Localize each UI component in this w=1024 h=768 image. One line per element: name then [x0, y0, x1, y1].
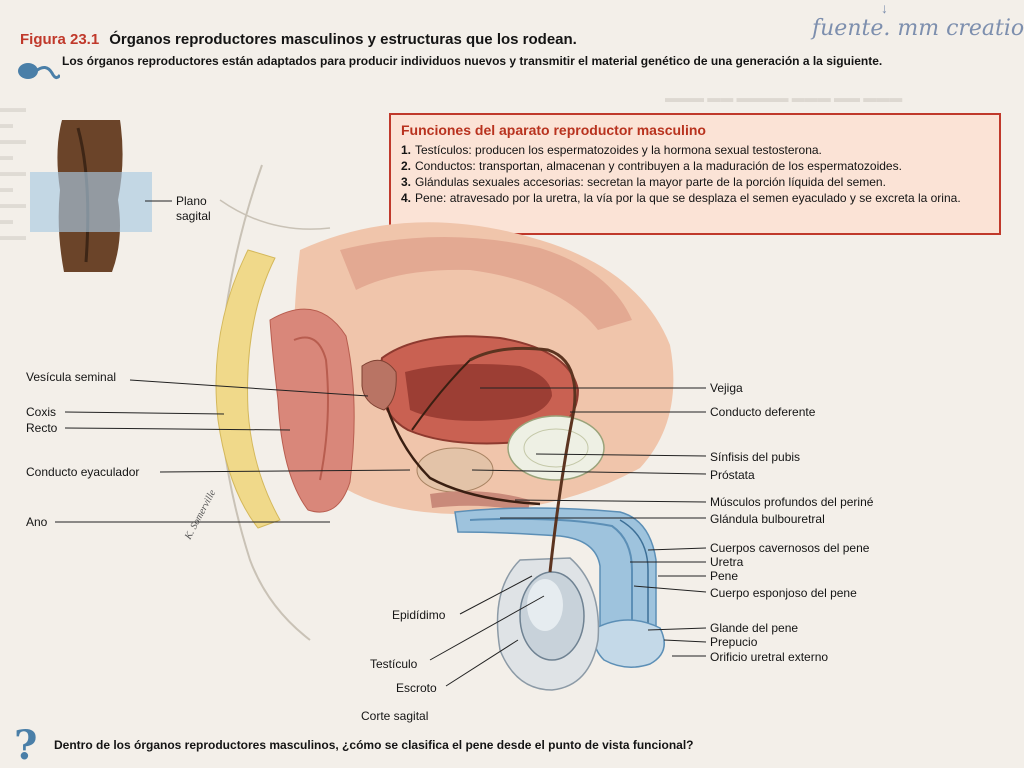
label-ano: Ano: [26, 515, 48, 529]
function-number: 3.: [401, 175, 412, 189]
function-text: Testículos: producen los espermatozoides…: [415, 143, 822, 157]
label-escroto: Escroto: [396, 681, 437, 695]
handwritten-note: fuente. mm creation: [812, 16, 1024, 41]
label-uretra: Uretra: [710, 555, 744, 569]
leader-lines-bottom: [429, 575, 545, 687]
label-vejiga: Vejiga: [710, 381, 743, 395]
label-vesicula-seminal: Vesícula seminal: [26, 370, 117, 384]
label-glandula-bulbouretral: Glándula bulbouretral: [710, 512, 825, 526]
label-musculos-perine: Músculos profundos del periné: [710, 495, 874, 509]
inset-torso: [30, 120, 172, 272]
handwritten-arrow-icon: ↓: [881, 0, 888, 16]
bleed-through-text-left: ▬▬▬▬▬▬▬▬▬▬▬▬▬▬: [0, 100, 26, 243]
label-testiculo: Testículo: [370, 657, 418, 671]
functions-box: Funciones del aparato reproductor mascul…: [389, 113, 1001, 235]
label-conducto-eyaculador: Conducto eyaculador: [26, 465, 140, 479]
label-recto: Recto: [26, 421, 58, 435]
review-question: Dentro de los órganos reproductores masc…: [54, 738, 694, 752]
function-item: 3.Glándulas sexuales accesorias: secreta…: [401, 174, 989, 190]
label-pene: Pene: [710, 569, 739, 583]
function-number: 1.: [401, 143, 412, 157]
label-cuerpos-cavernosos: Cuerpos cavernosos del pene: [710, 541, 870, 555]
function-text: Pene: atravesado por la uretra, la vía p…: [415, 191, 961, 205]
leader-lines-left: [55, 379, 411, 523]
label-orificio-uretral: Orificio uretral externo: [710, 650, 829, 664]
leader-lines-right: [471, 387, 707, 657]
function-number: 2.: [401, 159, 412, 173]
label-glande: Glande del pene: [710, 621, 799, 635]
label-coxis: Coxis: [26, 405, 57, 419]
label-epididimo: Epidídimo: [392, 608, 446, 622]
svg-text:K. Somerville: K. Somerville: [182, 488, 218, 543]
figure-caption: Órganos reproductores masculinos y estru…: [109, 31, 577, 48]
functions-list: 1.Testículos: producen los espermatozoid…: [401, 142, 989, 206]
function-item: 2.Conductos: transportan, almacenan y co…: [401, 158, 989, 174]
label-sinfisis-pubis: Sínfisis del pubis: [710, 450, 801, 464]
label-cuerpo-esponjoso: Cuerpo esponjoso del pene: [710, 586, 857, 600]
label-corte-sagital: Corte sagital: [361, 709, 429, 723]
figure-number: Figura 23.1: [20, 31, 100, 48]
function-item: 1.Testículos: producen los espermatozoid…: [401, 142, 989, 158]
question-icon: ?: [14, 722, 38, 768]
sperm-icon: [18, 63, 60, 80]
label-plano-sagital: Plano sagital: [176, 194, 211, 223]
function-number: 4.: [401, 191, 412, 205]
figure-intro: Los órganos reproductores están adaptado…: [62, 54, 883, 68]
function-text: Conductos: transportan, almacenan y cont…: [415, 159, 902, 173]
label-prepucio: Prepucio: [710, 635, 758, 649]
function-text: Glándulas sexuales accesorias: secretan …: [415, 175, 886, 189]
functions-box-title: Funciones del aparato reproductor mascul…: [401, 122, 706, 138]
figure-title: Figura 23.1 Órganos reproductores masculi…: [20, 31, 577, 48]
label-prostata: Próstata: [710, 468, 755, 482]
label-conducto-deferente: Conducto deferente: [710, 405, 816, 419]
function-item: 4.Pene: atravesado por la uretra, la vía…: [401, 190, 989, 206]
